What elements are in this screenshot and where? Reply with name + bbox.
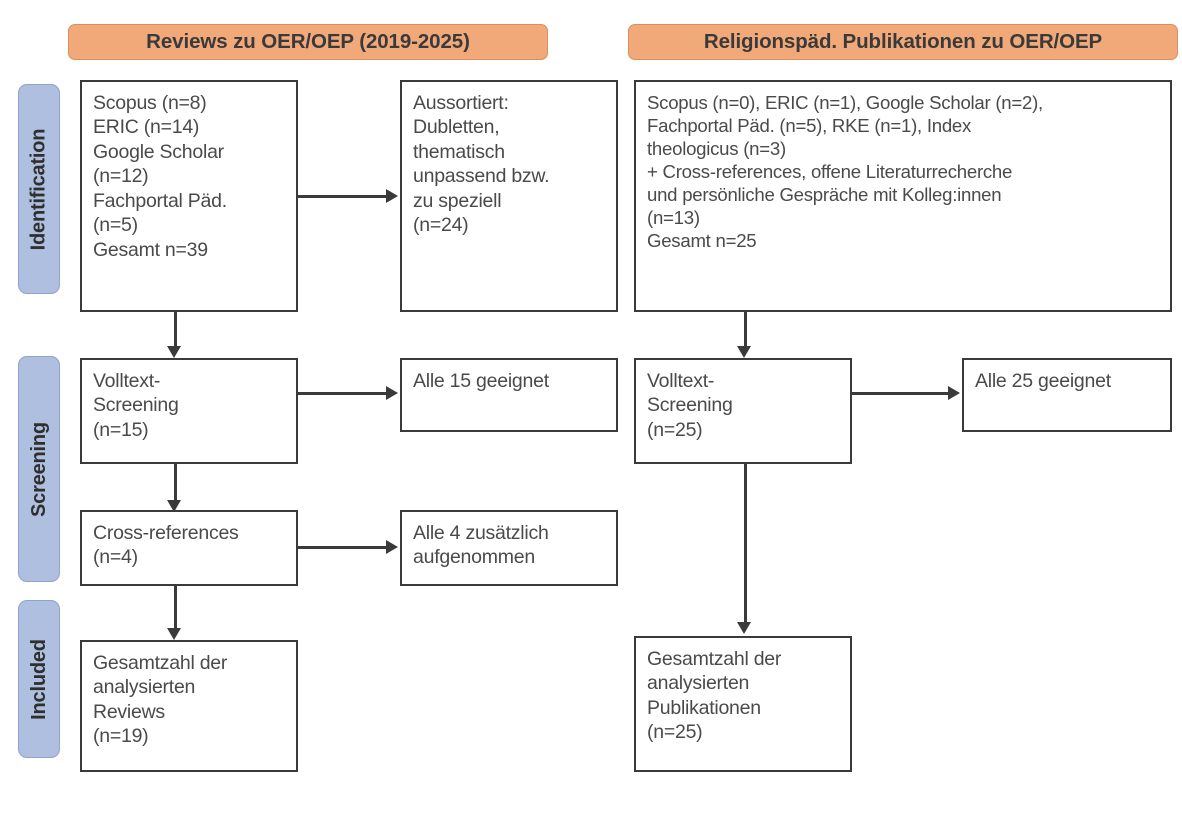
right-screening-box: Volltext- Screening (n=25) (634, 358, 852, 464)
column-header-left-label: Reviews zu OER/OEP (2019-2025) (146, 30, 470, 53)
left-screening-result-box: Alle 15 geeignet (400, 358, 618, 432)
left-identification-line-2: ERIC (n=14) (93, 116, 200, 139)
right-identification-line-5: und persönliche Gespräche mit Kolleg:inn… (647, 183, 1002, 205)
right-screening-result-line-1: Alle 25 geeignet (975, 370, 1111, 392)
arrowhead-left-crossrefs-to-included (167, 628, 181, 640)
left-excluded-line-2: Dubletten, (413, 116, 500, 139)
left-identification-box: Scopus (n=8) ERIC (n=14) Google Scholar … (80, 80, 298, 312)
left-crossrefs-result-line-2: aufgenommen (413, 546, 535, 569)
right-included-box: Gesamtzahl der analysierten Publikatione… (634, 636, 852, 772)
arrowhead-left-crossrefs-to-result (386, 540, 398, 554)
right-identification-line-7: Gesamt n=25 (647, 229, 757, 251)
left-excluded-box: Aussortiert: Dubletten, thematisch unpas… (400, 80, 618, 312)
left-crossrefs-line-2: (n=4) (93, 546, 138, 569)
arrowhead-right-screening-to-included (737, 622, 751, 634)
column-header-left: Reviews zu OER/OEP (2019-2025) (68, 24, 548, 60)
connector-right-screening-to-included (744, 464, 747, 622)
right-identification-box: Scopus (n=0), ERIC (n=1), Google Scholar… (634, 80, 1172, 312)
right-screening-result-box: Alle 25 geeignet (962, 358, 1172, 432)
right-included-line-1: Gesamtzahl der (647, 648, 782, 670)
left-identification-line-4: (n=12) (93, 165, 149, 188)
arrowhead-left-identification-to-screening (167, 346, 181, 358)
stage-bar-identification: Identification (18, 84, 60, 294)
left-screening-box: Volltext- Screening (n=15) (80, 358, 298, 464)
arrowhead-right-identification-to-screening (737, 346, 751, 358)
right-screening-line-2: Screening (647, 394, 733, 417)
right-included-line-2: analysierten (647, 672, 750, 695)
right-included-line-4: (n=25) (647, 721, 703, 744)
right-identification-line-3: theologicus (n=3) (647, 137, 786, 159)
arrowhead-left-screening-to-result (386, 386, 398, 400)
left-excluded-line-1: Aussortiert: (413, 92, 509, 114)
left-excluded-line-3: thematisch (413, 140, 505, 163)
left-identification-line-6: (n=5) (93, 214, 138, 237)
left-identification-line-1: Scopus (n=8) (93, 92, 207, 114)
left-screening-result-line-1: Alle 15 geeignet (413, 370, 549, 392)
left-crossrefs-result-line-1: Alle 4 zusätzlich (413, 522, 549, 544)
left-excluded-line-4: unpassend bzw. (413, 165, 550, 188)
left-excluded-line-6: (n=24) (413, 214, 469, 237)
left-crossrefs-line-1: Cross-references (93, 522, 239, 544)
left-screening-line-2: Screening (93, 394, 179, 417)
connector-right-identification-to-screening (744, 312, 747, 346)
left-excluded-line-5: zu speziell (413, 189, 502, 212)
right-identification-line-4: + Cross-references, offene Literaturrech… (647, 160, 1013, 182)
connector-left-crossrefs-to-included (174, 586, 177, 628)
stage-bar-screening: Screening (18, 356, 60, 582)
connector-left-crossrefs-to-result (298, 546, 386, 549)
connector-left-screening-to-crossrefs (174, 464, 177, 500)
connector-left-screening-to-result (298, 392, 386, 395)
column-header-right: Religionspäd. Publikationen zu OER/OEP (628, 24, 1178, 60)
left-included-line-2: analysierten (93, 676, 196, 699)
left-identification-line-3: Google Scholar (93, 140, 224, 163)
connector-left-identification-to-excluded (298, 195, 386, 198)
connector-left-identification-to-screening (174, 312, 177, 346)
arrowhead-left-identification-to-excluded (386, 189, 398, 203)
right-included-line-3: Publikationen (647, 696, 761, 719)
left-screening-line-1: Volltext- (93, 370, 161, 392)
left-identification-line-5: Fachportal Päd. (93, 189, 227, 212)
right-identification-line-1: Scopus (n=0), ERIC (n=1), Google Scholar… (647, 92, 1043, 113)
arrowhead-left-screening-to-crossrefs (167, 500, 181, 512)
right-identification-line-2: Fachportal Päd. (n=5), RKE (n=1), Index (647, 114, 972, 136)
connector-right-screening-to-result (852, 392, 948, 395)
stage-bar-included: Included (18, 600, 60, 758)
left-included-box: Gesamtzahl der analysierten Reviews (n=1… (80, 640, 298, 772)
left-identification-line-7: Gesamt n=39 (93, 238, 208, 261)
left-screening-line-3: (n=15) (93, 418, 149, 441)
left-included-line-4: (n=19) (93, 725, 149, 748)
left-included-line-3: Reviews (93, 700, 165, 723)
left-included-line-1: Gesamtzahl der (93, 652, 228, 674)
arrowhead-right-screening-to-result (948, 386, 960, 400)
left-crossrefs-result-box: Alle 4 zusätzlich aufgenommen (400, 510, 618, 586)
stage-label-included: Included (27, 638, 50, 720)
column-header-right-label: Religionspäd. Publikationen zu OER/OEP (703, 30, 1103, 53)
left-crossrefs-box: Cross-references (n=4) (80, 510, 298, 586)
right-screening-line-1: Volltext- (647, 370, 715, 392)
stage-label-screening: Screening (27, 421, 50, 517)
stage-label-identification: Identification (27, 128, 50, 250)
right-screening-line-3: (n=25) (647, 418, 703, 441)
right-identification-line-6: (n=13) (647, 206, 700, 228)
